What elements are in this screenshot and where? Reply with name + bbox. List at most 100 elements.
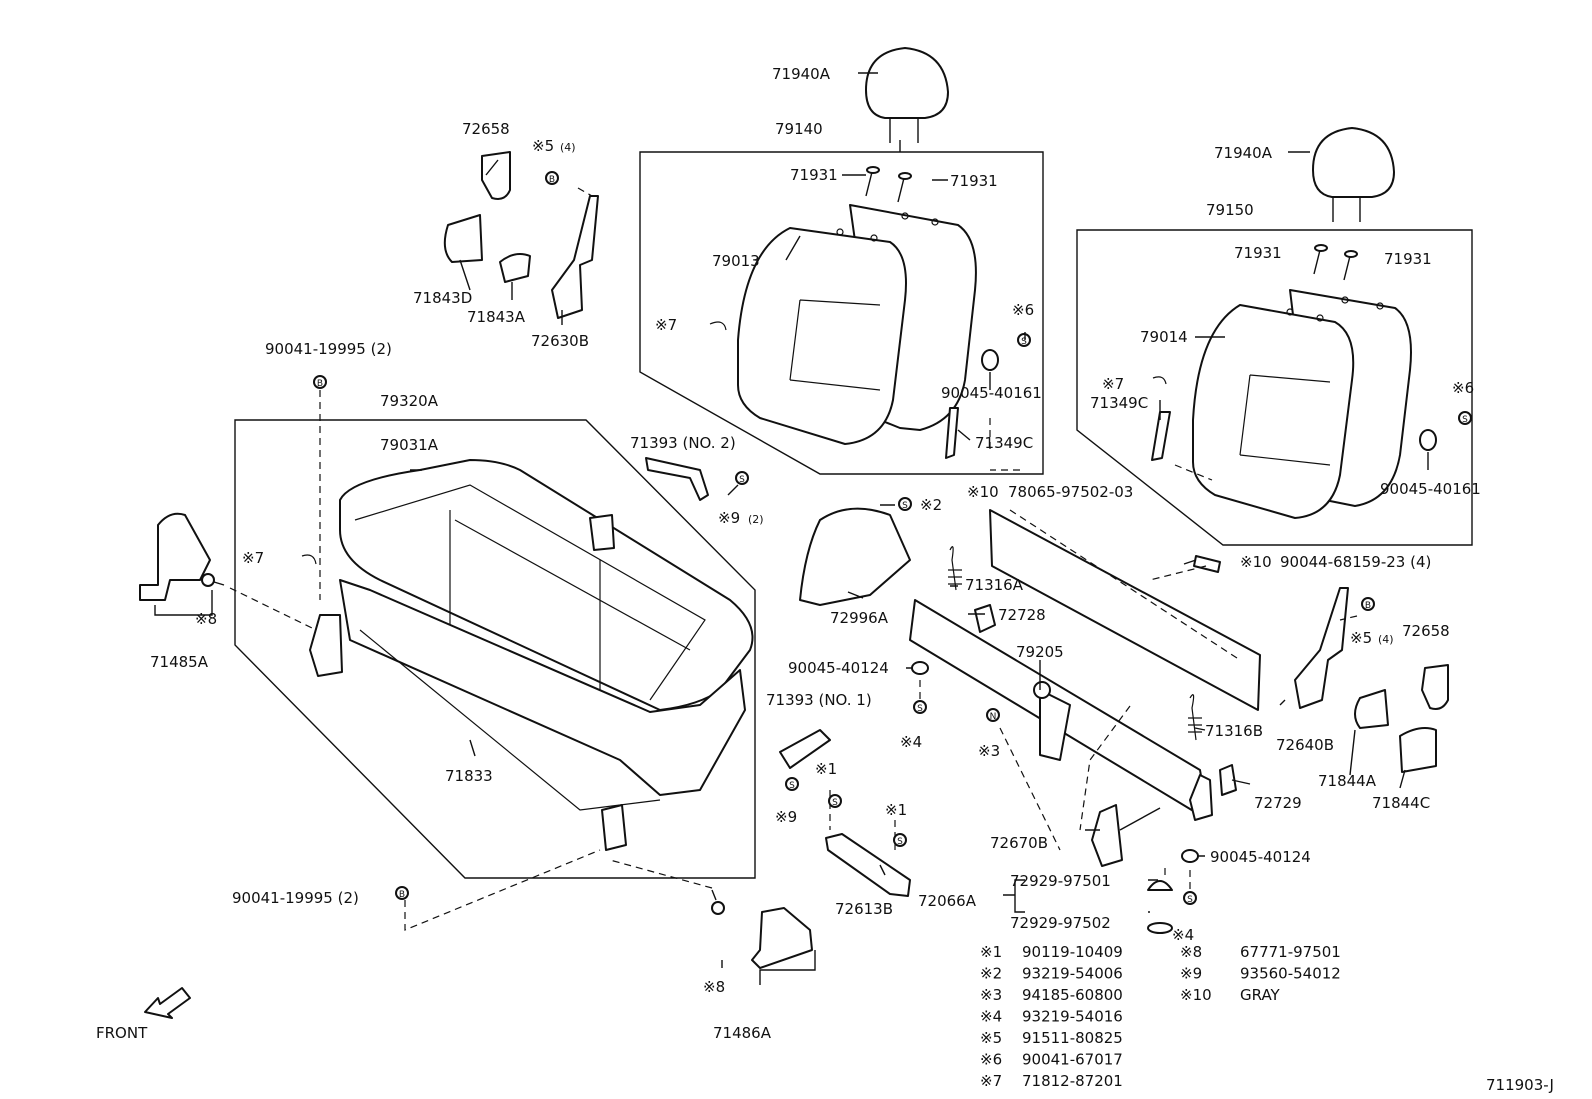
brace-71393-no1	[779, 729, 831, 769]
seatback-79013	[737, 204, 977, 445]
svg-text:S: S	[1187, 895, 1193, 905]
label-71486a: 71486A	[713, 1024, 772, 1042]
note-right-key: ※8	[1180, 943, 1202, 961]
label-90045-40124-b: 90045-40124	[1210, 848, 1311, 866]
note-part: 93219-54016	[1022, 1008, 1123, 1026]
note-part: 91511-80825	[1022, 1029, 1123, 1047]
cover-72658-left	[481, 151, 511, 200]
label-72929-b: 72929-97502	[1010, 914, 1111, 932]
label-72658-a: 72658	[462, 120, 510, 138]
label-71844c: 71844C	[1372, 794, 1430, 812]
svg-text:S: S	[902, 501, 908, 511]
label-71931-c: 71931	[1234, 244, 1282, 262]
seatback-79150-box	[1076, 229, 1473, 546]
note-key: ※2	[980, 965, 1002, 983]
label-n3: ※3	[978, 742, 1000, 760]
svg-text:B: B	[549, 175, 555, 185]
note-key: ※4	[980, 1008, 1002, 1026]
label-71833: 71833	[445, 767, 493, 785]
clip-7-a	[709, 321, 727, 331]
label-n6-a: ※6	[1012, 301, 1034, 319]
cover-71844c	[1399, 727, 1437, 773]
label-n5-b-qty: (4)	[1378, 633, 1394, 646]
note-key: ※1	[980, 943, 1002, 961]
note-right-part: GRAY	[1240, 986, 1281, 1004]
label-n5-a-qty: (4)	[560, 141, 576, 154]
bar-72613b	[825, 833, 911, 897]
svg-text:S: S	[1021, 337, 1027, 347]
hinge-71486a	[751, 907, 813, 969]
label-n8-a: ※8	[195, 610, 217, 628]
note-key: ※6	[980, 1051, 1002, 1069]
label-90045-40161-b: 90045-40161	[1380, 480, 1481, 498]
label-90041-b: 90041-19995 (2)	[232, 889, 359, 907]
svg-text:B: B	[399, 890, 405, 900]
note-part: 90041-67017	[1022, 1051, 1123, 1069]
cover-71843a	[499, 253, 531, 283]
label-90045-40124-a: 90045-40124	[788, 659, 889, 677]
label-71931-a: 71931	[790, 166, 838, 184]
label-72658-b: 72658	[1402, 622, 1450, 640]
label-71843a: 71843A	[467, 308, 526, 326]
label-78065: 78065-97502-03	[1008, 483, 1133, 501]
label-n9-b: ※9	[775, 808, 797, 826]
callout-labels: 71940A 79140 71931 71931 79013 ※7 ※6 900…	[150, 65, 1481, 1042]
cover-72996a	[799, 507, 911, 606]
spring-71316a	[948, 546, 962, 591]
lever-rod	[1119, 807, 1161, 831]
label-71940a-left: 71940A	[772, 65, 831, 83]
bolt-71931-right	[1313, 244, 1358, 281]
label-72729: 72729	[1254, 794, 1302, 812]
label-n9-a: ※9	[718, 509, 740, 527]
knob-72929-97501	[1147, 880, 1173, 891]
note-part: 93219-54006	[1022, 965, 1123, 983]
brace-71393-no2	[645, 457, 709, 501]
nut-90045-40124-b	[1181, 849, 1199, 863]
label-72640b: 72640B	[1276, 736, 1334, 754]
hook-left	[309, 614, 343, 677]
clip-7-c	[301, 554, 317, 565]
lever-72670b	[1091, 804, 1123, 867]
label-71843d: 71843D	[413, 289, 472, 307]
nut-90045-40161-right	[1419, 429, 1437, 451]
clip-72728	[974, 604, 996, 633]
nut-90045-40161-left	[981, 349, 999, 371]
callout-leaders	[154, 72, 1429, 985]
cover-71843d	[443, 214, 483, 263]
front-label: FRONT	[96, 1024, 148, 1042]
label-n6-b: ※6	[1452, 379, 1474, 397]
label-79014: 79014	[1140, 328, 1188, 346]
label-79205: 79205	[1016, 643, 1064, 661]
label-n8-b: ※8	[703, 978, 725, 996]
note-part: 71812-87201	[1022, 1072, 1123, 1090]
bolt-8-b	[711, 889, 725, 915]
note-key: ※7	[980, 1072, 1002, 1090]
label-72929-a: 72929-97501	[1010, 872, 1111, 890]
label-n1-b: ※1	[885, 801, 907, 819]
headrest-71940a-right	[1312, 127, 1395, 222]
label-72613b: 72613B	[835, 900, 893, 918]
label-71349c-a: 71349C	[975, 434, 1033, 452]
seat-cushion-79320a-box	[234, 419, 756, 879]
fastener-badges: B B B B S S S S S S S S S N	[313, 171, 1472, 905]
bracket-71349c-left	[945, 407, 959, 459]
label-n10-a: ※10	[967, 483, 999, 501]
note-part: 94185-60800	[1022, 986, 1123, 1004]
label-n5-a: ※5	[532, 137, 554, 155]
label-71393-no2: 71393 (NO. 2)	[630, 434, 736, 452]
label-n5-b: ※5	[1350, 629, 1372, 647]
svg-text:S: S	[1462, 415, 1468, 425]
diagram-code: 711903-J	[1486, 1076, 1554, 1094]
label-79013: 79013	[712, 252, 760, 270]
trim-78065-97502-03	[989, 509, 1261, 711]
svg-text:S: S	[789, 781, 795, 791]
note-right-key: ※10	[1180, 986, 1212, 1004]
label-n7-b: ※7	[1102, 375, 1124, 393]
note-key: ※5	[980, 1029, 1002, 1047]
label-n1-a: ※1	[815, 760, 837, 778]
svg-text:S: S	[917, 704, 923, 714]
hook-bottom	[601, 804, 627, 851]
label-71931-b: 71931	[950, 172, 998, 190]
cover-72658-right	[1421, 664, 1449, 710]
